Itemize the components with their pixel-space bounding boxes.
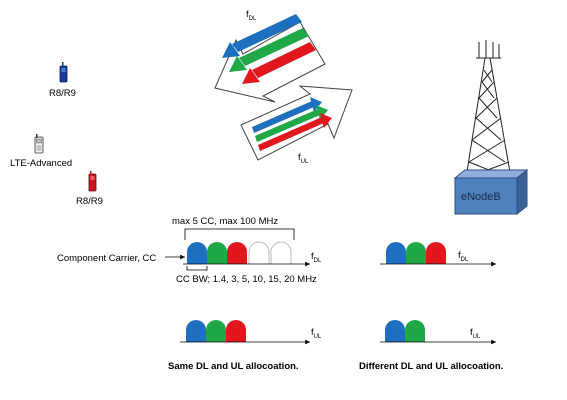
dl-axis-label-left: fDL bbox=[311, 251, 322, 264]
uplink-blue-arrow bbox=[252, 97, 322, 133]
mobile-phone-white-icon bbox=[34, 134, 44, 154]
cc-block-blue bbox=[187, 242, 207, 264]
enodeb-box: eNodeB bbox=[453, 168, 529, 216]
same-allocation-caption: Same DL and UL allocoation. bbox=[168, 361, 299, 372]
max-cc-label: max 5 CC, max 100 MHz bbox=[172, 216, 278, 227]
downlink-freq-label: fDL bbox=[246, 9, 257, 22]
cc-aggregation-ul-left: fUL Same DL and UL allocoation. bbox=[168, 320, 322, 372]
downlink-arrow-group: fDL bbox=[214, 9, 326, 103]
r8r9-bottom-label: R8/R9 bbox=[76, 196, 103, 207]
cell-tower-icon bbox=[465, 40, 512, 179]
cc-block-red bbox=[426, 242, 446, 264]
downlink-green-arrow bbox=[229, 28, 309, 72]
uplink-green-arrow bbox=[255, 105, 328, 142]
cc-block-blue bbox=[186, 320, 206, 342]
cc-block-blue bbox=[385, 320, 405, 342]
mobile-phone-red-icon bbox=[88, 171, 97, 192]
uplink-red-arrow bbox=[258, 113, 332, 151]
cc-bw-label: CC BW; 1.4, 3, 5, 10, 15, 20 MHz bbox=[176, 274, 317, 285]
cc-bw-bracket bbox=[186, 266, 208, 271]
cc-block-empty-2 bbox=[270, 241, 292, 264]
component-carrier-label: Component Carrier, CC bbox=[57, 253, 156, 264]
lte-advanced-label: LTE-Advanced bbox=[10, 158, 72, 169]
enodeb-label: eNodeB bbox=[461, 191, 501, 203]
cc-block-green bbox=[207, 242, 227, 264]
cc-block-green bbox=[405, 320, 425, 342]
r8r9-top-label: R8/R9 bbox=[49, 88, 76, 99]
downlink-blue-arrow bbox=[222, 14, 302, 58]
cc-aggregation-dl-left: max 5 CC, max 100 MHz Component Carrier,… bbox=[57, 216, 322, 285]
uplink-arrow-group: fUL bbox=[240, 85, 353, 165]
ul-axis-label-right: fUL bbox=[470, 327, 481, 340]
uplink-freq-label: fUL bbox=[298, 152, 309, 165]
cc-block-green bbox=[206, 320, 226, 342]
dl-axis-label-right: fDL bbox=[458, 250, 469, 263]
max-cc-bracket bbox=[184, 228, 295, 240]
ul-axis-label-left: fUL bbox=[311, 327, 322, 340]
cc-block-green bbox=[406, 242, 426, 264]
cc-block-empty-1 bbox=[248, 241, 270, 264]
cc-block-red bbox=[226, 320, 246, 342]
cc-block-blue bbox=[386, 242, 406, 264]
downlink-red-arrow bbox=[242, 42, 316, 84]
cc-block-red bbox=[227, 242, 247, 264]
cc-aggregation-ul-right: fUL Different DL and UL allocoation. bbox=[359, 320, 503, 372]
different-allocation-caption: Different DL and UL allocoation. bbox=[359, 361, 503, 372]
cc-aggregation-dl-right: fDL bbox=[380, 242, 496, 267]
mobile-phone-blue-icon bbox=[59, 62, 68, 83]
